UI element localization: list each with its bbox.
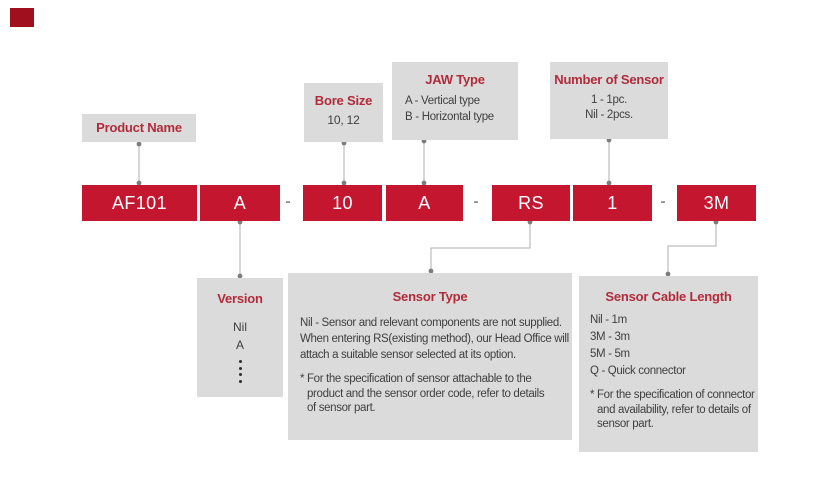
connector-dot	[421, 180, 427, 186]
code-box-sensor-type: RS	[492, 185, 570, 221]
number-of-sensor-options: 1 - 1pc. Nil - 2pcs.	[550, 87, 668, 123]
connector-dot	[136, 180, 142, 186]
code-separator: -	[285, 193, 291, 210]
connector-dot	[428, 268, 434, 274]
code-box-bore-size: 10	[303, 185, 382, 221]
option-item: 1 - 1pc.	[591, 94, 627, 106]
callout-title: Sensor Cable Length	[605, 289, 732, 304]
code-box-product-name: AF101	[82, 185, 197, 221]
ellipsis-dots	[197, 354, 283, 383]
callout-title: Sensor Type	[392, 289, 468, 304]
jaw-type-options: A - Vertical type B - Horizontal type	[392, 87, 518, 125]
code-separator: -	[660, 193, 666, 210]
note-line: * For the specification of sensor attach…	[300, 373, 532, 385]
code-box-sensor-count: 1	[573, 185, 652, 221]
bore-size-values: 10, 12	[327, 113, 360, 127]
option-item: A - Vertical type	[405, 95, 480, 107]
option-item: Nil - 2pcs.	[585, 109, 633, 121]
option-item: Q - Quick connector	[590, 365, 686, 377]
connector-dot	[665, 271, 671, 277]
section-bullet	[10, 8, 34, 27]
connector-dot	[237, 273, 243, 279]
callout-title: Number of Sensor	[554, 72, 664, 87]
cable-length-note: * For the specification of connector and…	[579, 380, 758, 432]
callout-sensor-type: Sensor Type Nil - Sensor and relevant co…	[288, 273, 572, 440]
callout-version: Version Nil A	[197, 278, 283, 397]
callout-title: Bore Size	[314, 93, 373, 108]
callout-jaw-type: JAW Type A - Vertical type B - Horizonta…	[392, 62, 518, 140]
note-line: * For the specification of connector	[590, 389, 755, 401]
option-item: Nil	[233, 320, 247, 334]
description-line: attach a suitable sensor selected at its…	[300, 349, 516, 361]
option-item: Nil - 1m	[590, 314, 627, 326]
note-line: product and the sensor order code, refer…	[307, 387, 545, 400]
callout-title: Version	[217, 291, 263, 306]
code-box-version: A	[200, 185, 280, 221]
option-item: 3M - 3m	[590, 331, 630, 343]
connector-dot	[136, 141, 142, 147]
description-line: When entering RS(existing method), our H…	[300, 333, 569, 345]
callout-title: Product Name	[96, 120, 182, 135]
code-box-cable-length: 3M	[677, 185, 756, 221]
note-line: and availability, refer to details of	[597, 403, 751, 416]
callout-title: JAW Type	[425, 72, 485, 87]
connector-dot	[341, 180, 347, 186]
option-item: 5M - 5m	[590, 348, 630, 360]
code-separator: -	[473, 193, 479, 210]
connector-dot	[606, 180, 612, 186]
callout-number-of-sensor: Number of Sensor 1 - 1pc. Nil - 2pcs.	[550, 62, 668, 139]
sensor-type-note: * For the specification of sensor attach…	[288, 363, 572, 416]
option-item: A	[235, 338, 244, 352]
code-box-jaw-type: A	[386, 185, 463, 221]
description-line: Nil - Sensor and relevant components are…	[300, 317, 562, 329]
connector-sensor-type	[430, 221, 531, 272]
note-line: sensor part.	[597, 418, 654, 430]
cable-length-options: Nil - 1m 3M - 3m 5M - 5m Q - Quick conne…	[579, 304, 758, 380]
version-options: Nil A	[197, 306, 283, 354]
sensor-type-description: Nil - Sensor and relevant components are…	[288, 304, 572, 363]
option-item: B - Horizontal type	[405, 110, 494, 123]
callout-bore-size: Bore Size 10, 12	[304, 83, 383, 142]
callout-sensor-cable-length: Sensor Cable Length Nil - 1m 3M - 3m 5M …	[579, 276, 758, 452]
connector-cable-length	[667, 221, 717, 275]
callout-product-name: Product Name	[82, 114, 196, 142]
note-line: of sensor part.	[307, 402, 376, 414]
